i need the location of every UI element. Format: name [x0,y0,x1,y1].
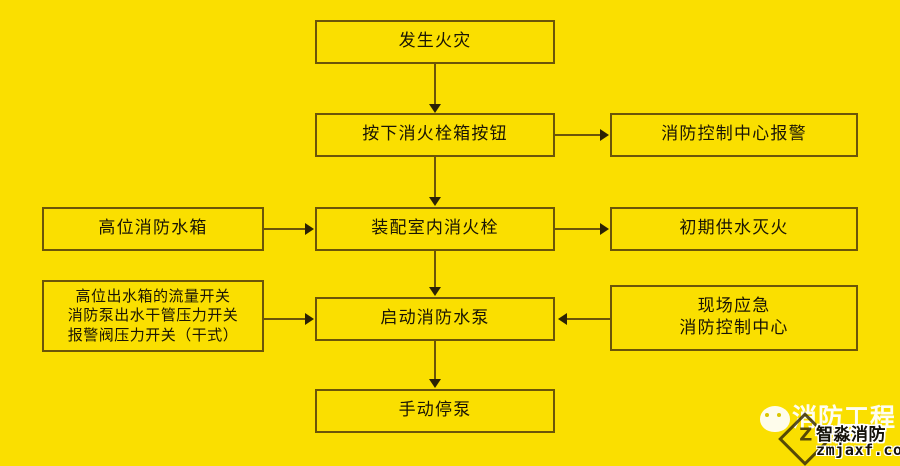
edge-indoor-hydrant-to-initial-supply-line [555,228,602,230]
node-press-button-line-1: 按下消火栓箱按钮 [362,124,508,145]
node-fire-line-1: 发生火灾 [398,31,472,52]
node-fire[interactable]: 发生火灾 [315,20,555,64]
node-switches-line-1: 高位出水箱的流量开关 [75,287,231,306]
edge-water-tank-to-indoor-hydrant-arrowhead [305,223,314,235]
node-start-pump-line-1: 启动消防水泵 [380,308,490,329]
node-indoor-hydrant[interactable]: 装配室内消火栓 [315,207,555,251]
node-stop-pump-line-1: 手动停泵 [398,400,472,421]
node-site-emergency[interactable]: 现场应急 消防控制中心 [610,285,858,351]
edge-press-button-to-alarm-center-line [555,134,602,136]
watermark: 消防工程 智淼消防 zmjaxf.com [758,396,900,466]
node-alarm-center[interactable]: 消防控制中心报警 [610,113,858,157]
edge-start-pump-to-stop-pump-line [434,341,436,380]
node-indoor-hydrant-line-1: 装配室内消火栓 [371,218,499,239]
edge-fire-to-press-button-line [434,64,436,105]
node-water-tank-line-1: 高位消防水箱 [98,218,208,239]
edge-site-emergency-to-start-pump-arrowhead [558,313,567,325]
edge-indoor-hydrant-to-start-pump-line [434,251,436,288]
node-initial-supply[interactable]: 初期供水灭火 [610,207,858,251]
edge-start-pump-to-stop-pump-arrowhead [429,379,441,388]
edge-press-button-to-indoor-hydrant-arrowhead [429,197,441,206]
node-initial-supply-line-1: 初期供水灭火 [679,218,789,239]
node-site-emergency-line-2: 消防控制中心 [679,318,789,338]
edge-press-button-to-indoor-hydrant-line [434,157,436,198]
node-start-pump[interactable]: 启动消防水泵 [315,297,555,341]
node-water-tank[interactable]: 高位消防水箱 [42,207,264,251]
edge-site-emergency-to-start-pump-line [567,318,612,320]
watermark-sub-brand: 智淼消防 [816,425,886,445]
node-stop-pump[interactable]: 手动停泵 [315,389,555,433]
node-alarm-center-line-1: 消防控制中心报警 [661,124,807,145]
node-switches[interactable]: 高位出水箱的流量开关 消防泵出水干管压力开关 报警阀压力开关（干式） [42,280,264,352]
edge-indoor-hydrant-to-start-pump-arrowhead [429,287,441,296]
node-site-emergency-line-1: 现场应急 [697,296,771,317]
node-switches-line-2: 消防泵出水干管压力开关 [67,306,239,325]
node-switches-line-3: 报警阀压力开关（干式） [67,325,239,344]
edge-fire-to-press-button-arrowhead [429,104,441,113]
watermark-url: zmjaxf.com [816,441,900,459]
node-press-button[interactable]: 按下消火栓箱按钮 [315,113,555,157]
edge-indoor-hydrant-to-initial-supply-arrowhead [600,223,609,235]
edge-water-tank-to-indoor-hydrant-line [264,228,309,230]
edge-switches-to-start-pump-arrowhead [305,313,314,325]
edge-switches-to-start-pump-line [264,318,309,320]
wechat-icon [760,406,790,432]
edge-press-button-to-alarm-center-arrowhead [600,129,609,141]
